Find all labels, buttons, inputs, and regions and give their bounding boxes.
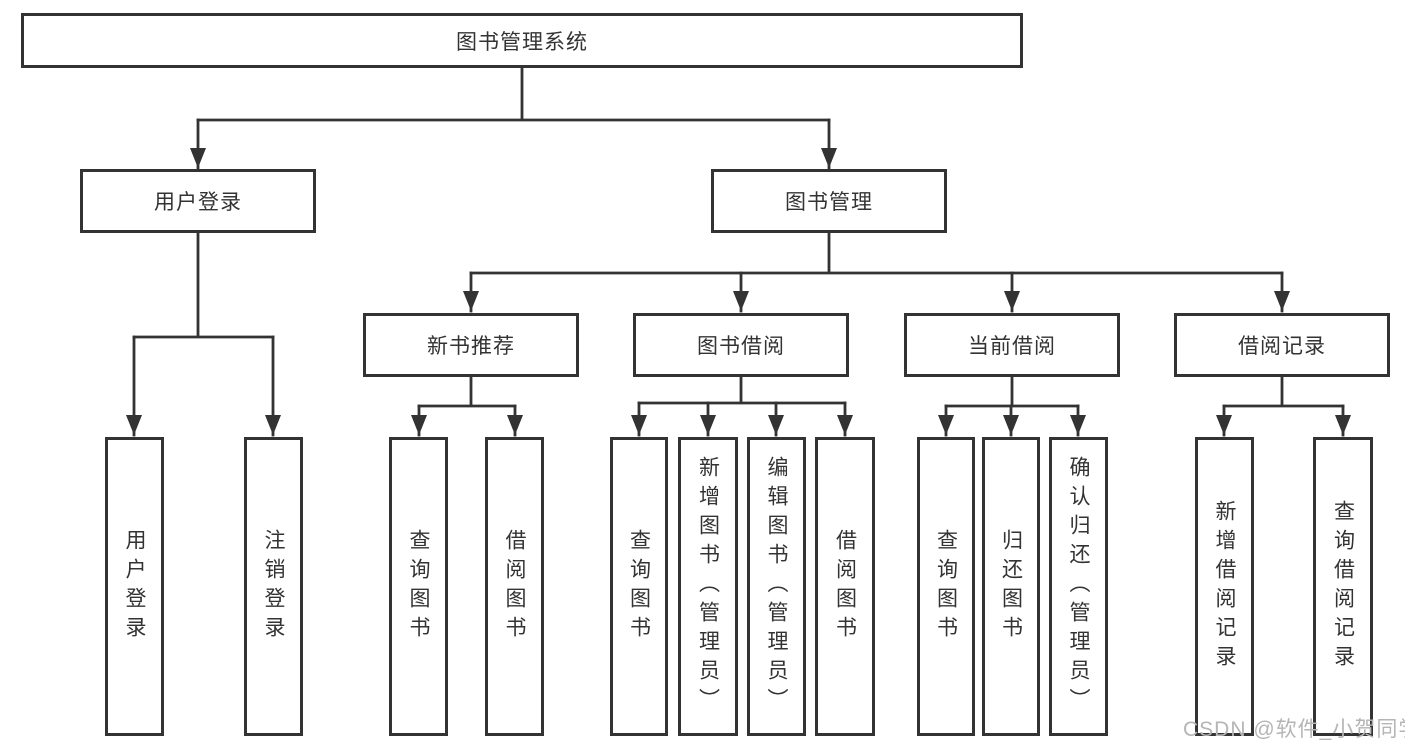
node-user-login: 用户登录 xyxy=(80,169,316,233)
leaf-cb-return-books-label: 归还图书 xyxy=(999,528,1023,645)
node-new-books-label: 新书推荐 xyxy=(427,335,515,358)
connector-book-mgmt-children xyxy=(469,229,1284,275)
node-user-login-label: 用户登录 xyxy=(154,191,242,214)
leaf-nb-search-books: 查询图书 xyxy=(389,437,448,736)
node-borrow-records: 借阅记录 xyxy=(1174,313,1390,377)
leaf-br-add-borrow-record-label: 新增借阅记录 xyxy=(1213,499,1237,674)
connector-new-books-children xyxy=(417,373,517,408)
node-book-mgmt: 图书管理 xyxy=(711,169,947,233)
leaf-bb-borrow-books-label: 借阅图书 xyxy=(833,528,857,645)
leaf-bb-search-books-label: 查询图书 xyxy=(627,528,651,645)
connector-user-login-children xyxy=(132,229,275,339)
leaf-bb-edit-books-admin: 编辑图书（管理员） xyxy=(747,437,806,736)
leaf-nb-search-books-label: 查询图书 xyxy=(407,528,431,645)
leaf-cb-confirm-return-admin: 确认归还（管理员） xyxy=(1049,437,1108,736)
node-root-label: 图书管理系统 xyxy=(456,30,588,54)
leaf-bb-edit-books-admin-label: 编辑图书（管理员） xyxy=(765,456,789,717)
leaf-nb-borrow-books-label: 借阅图书 xyxy=(503,528,527,645)
node-book-mgmt-label: 图书管理 xyxy=(785,191,873,214)
leaf-logout: 注销登录 xyxy=(244,437,303,736)
connector-book-borrow-children xyxy=(637,373,847,405)
leaf-nb-borrow-books: 借阅图书 xyxy=(485,437,544,736)
leaf-bb-borrow-books: 借阅图书 xyxy=(815,437,875,736)
leaf-bb-add-books-admin-label: 新增图书（管理员） xyxy=(696,456,720,717)
connector-borrow-records-children xyxy=(1222,373,1345,408)
leaf-logout-label: 注销登录 xyxy=(262,528,286,645)
node-borrow-records-label: 借阅记录 xyxy=(1238,335,1326,358)
leaf-bb-add-books-admin: 新增图书（管理员） xyxy=(678,437,738,736)
leaf-br-add-borrow-record: 新增借阅记录 xyxy=(1195,437,1254,736)
leaf-bb-search-books: 查询图书 xyxy=(610,437,668,736)
leaf-user-login: 用户登录 xyxy=(105,437,164,736)
node-new-books: 新书推荐 xyxy=(363,313,579,377)
csdn-watermark: CSDN @软件_小贺同学 xyxy=(1183,718,1405,741)
connector-current-borrow-children xyxy=(944,373,1080,408)
node-root: 图书管理系统 xyxy=(21,13,1023,68)
node-book-borrow: 图书借阅 xyxy=(633,313,849,377)
node-current-borrow-label: 当前借阅 xyxy=(968,335,1056,358)
leaf-cb-return-books: 归还图书 xyxy=(982,437,1040,736)
leaf-user-login-label: 用户登录 xyxy=(123,528,147,645)
leaf-br-search-borrow-record-label: 查询借阅记录 xyxy=(1331,499,1355,674)
leaf-cb-confirm-return-admin-label: 确认归还（管理员） xyxy=(1067,456,1091,717)
leaf-cb-search-books: 查询图书 xyxy=(917,437,975,736)
leaf-br-search-borrow-record: 查询借阅记录 xyxy=(1313,437,1373,736)
node-current-borrow: 当前借阅 xyxy=(904,313,1120,377)
leaf-cb-search-books-label: 查询图书 xyxy=(934,528,958,645)
node-book-borrow-label: 图书借阅 xyxy=(697,335,785,358)
connector-root-to-level2 xyxy=(196,64,831,122)
